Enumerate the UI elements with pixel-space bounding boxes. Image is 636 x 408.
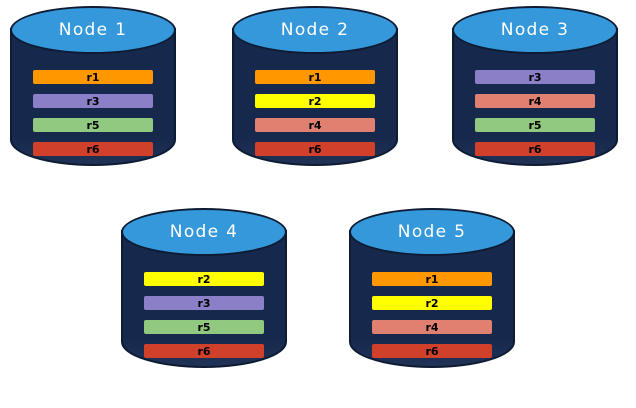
- replica-bar[interactable]: r5: [144, 320, 264, 334]
- replica-label: r5: [197, 320, 211, 334]
- replica-label: r1: [425, 272, 439, 286]
- replica-bar[interactable]: r5: [475, 118, 595, 132]
- replica-label: r3: [197, 296, 211, 310]
- replica-label: r3: [528, 70, 542, 84]
- replica-label: r1: [86, 70, 100, 84]
- replica-bar[interactable]: r6: [255, 142, 375, 156]
- replica-bar[interactable]: r6: [475, 142, 595, 156]
- replica-bar[interactable]: r6: [372, 344, 492, 358]
- replica-bar[interactable]: r4: [372, 320, 492, 334]
- database-node[interactable]: r3 r4 r5 r6 Node 3: [452, 6, 618, 188]
- replica-label: r5: [86, 118, 100, 132]
- replica-list: r1 r2 r4 r6: [372, 272, 492, 358]
- replica-list: r2 r3 r5 r6: [144, 272, 264, 358]
- node-title: Node 1: [58, 19, 128, 40]
- replica-bar[interactable]: r1: [255, 70, 375, 84]
- node-title: Node 3: [500, 19, 570, 40]
- database-node[interactable]: r1 r2 r4 r6 Node 2: [232, 6, 398, 188]
- node-cylinder-top[interactable]: Node 4: [121, 208, 287, 256]
- node-cylinder-top[interactable]: Node 1: [10, 6, 176, 54]
- replica-bar[interactable]: r6: [33, 142, 153, 156]
- replica-bar[interactable]: r2: [255, 94, 375, 108]
- replica-label: r4: [308, 118, 322, 132]
- replica-list: r3 r4 r5 r6: [475, 70, 595, 156]
- replica-bar[interactable]: r1: [372, 272, 492, 286]
- node-title: Node 4: [169, 221, 239, 242]
- replica-label: r2: [308, 94, 322, 108]
- replica-label: r6: [308, 142, 322, 156]
- replica-bar[interactable]: r3: [144, 296, 264, 310]
- replica-bar[interactable]: r1: [33, 70, 153, 84]
- replica-bar[interactable]: r2: [372, 296, 492, 310]
- replica-bar[interactable]: r4: [255, 118, 375, 132]
- replica-list: r1 r2 r4 r6: [255, 70, 375, 156]
- replica-label: r4: [528, 94, 542, 108]
- replica-bar[interactable]: r5: [33, 118, 153, 132]
- replica-label: r3: [86, 94, 100, 108]
- database-node[interactable]: r1 r3 r5 r6 Node 1: [10, 6, 176, 188]
- replica-bar[interactable]: r2: [144, 272, 264, 286]
- replica-list: r1 r3 r5 r6: [33, 70, 153, 156]
- replica-bar[interactable]: r3: [475, 70, 595, 84]
- replica-label: r1: [308, 70, 322, 84]
- replica-bar[interactable]: r3: [33, 94, 153, 108]
- replica-label: r4: [425, 320, 439, 334]
- replica-label: r6: [425, 344, 439, 358]
- replica-label: r2: [197, 272, 211, 286]
- replica-label: r6: [197, 344, 211, 358]
- replica-label: r6: [86, 142, 100, 156]
- replica-bar[interactable]: r4: [475, 94, 595, 108]
- node-title: Node 2: [280, 19, 350, 40]
- replica-label: r6: [528, 142, 542, 156]
- node-title: Node 5: [397, 221, 467, 242]
- database-node[interactable]: r1 r2 r4 r6 Node 5: [349, 208, 515, 390]
- replica-bar[interactable]: r6: [144, 344, 264, 358]
- node-cylinder-top[interactable]: Node 2: [232, 6, 398, 54]
- database-node[interactable]: r2 r3 r5 r6 Node 4: [121, 208, 287, 390]
- node-cylinder-top[interactable]: Node 3: [452, 6, 618, 54]
- replica-label: r2: [425, 296, 439, 310]
- replica-label: r5: [528, 118, 542, 132]
- node-cylinder-top[interactable]: Node 5: [349, 208, 515, 256]
